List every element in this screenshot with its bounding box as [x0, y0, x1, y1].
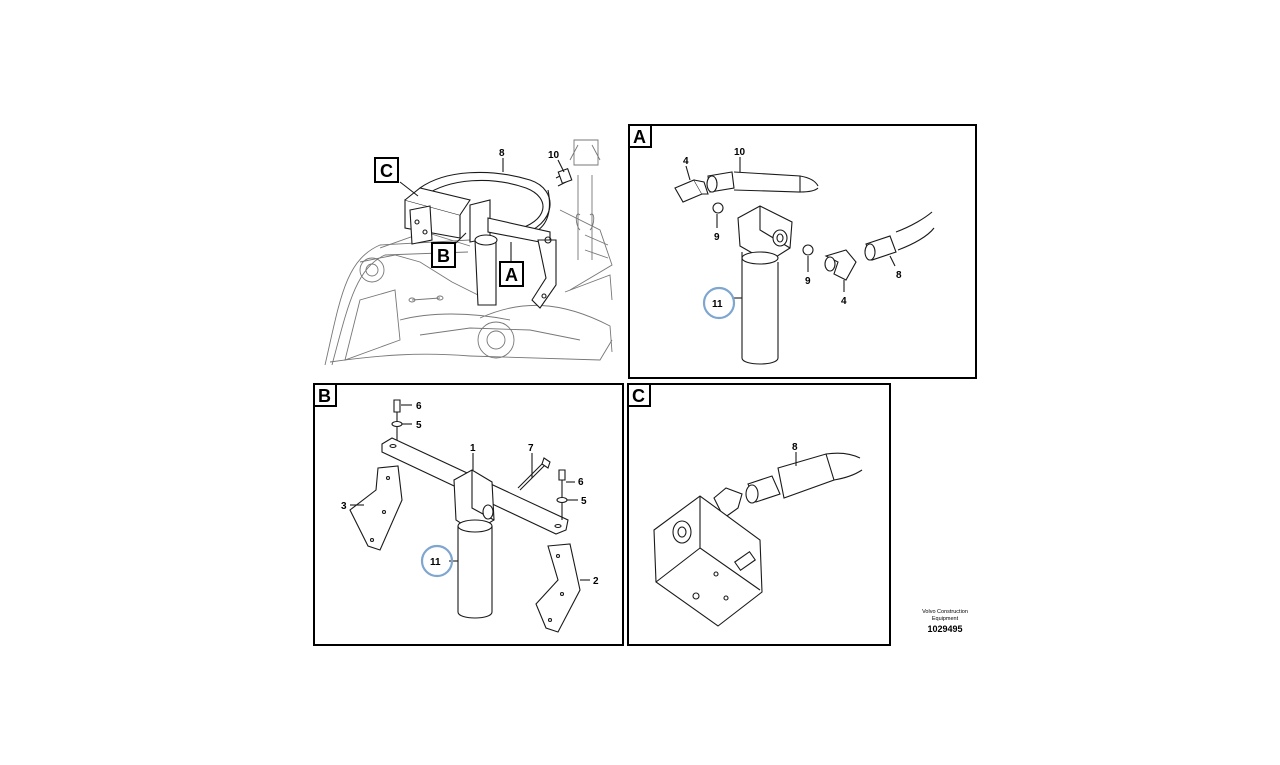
- panel-a-callout-4-right: 4: [841, 296, 847, 307]
- panel-c: C 8: [627, 383, 891, 646]
- overview-leaders: [399, 158, 565, 262]
- panel-c-tag-box: [627, 383, 651, 407]
- overview-callout-8: 8: [499, 148, 505, 159]
- company-line-1: Volvo Construction: [922, 609, 968, 615]
- panel-b-parts: [349, 399, 581, 633]
- panel-c-parts: [653, 452, 863, 627]
- panel-a-callout-10: 10: [734, 147, 746, 158]
- panel-a-callout-9-right: 9: [805, 276, 811, 287]
- drawing-number: 1029495: [927, 624, 962, 634]
- overview-tag-a-box: [499, 261, 524, 287]
- panel-b-tag: B: [318, 386, 331, 406]
- panel-b-callout-6-right: 6: [578, 477, 584, 488]
- company-line-2: Equipment: [932, 616, 959, 622]
- panel-b-callout-1: 1: [470, 443, 476, 454]
- panel-a-callout-9-left: 9: [714, 232, 720, 243]
- panel-b-leaders: [350, 404, 590, 581]
- panel-c-tag: C: [632, 386, 645, 406]
- panel-b-callout-2: 2: [593, 576, 599, 587]
- overview-tag-b: B: [437, 246, 450, 266]
- overview-callout-10: 10: [548, 150, 560, 161]
- overview-filter-assembly: [404, 187, 557, 309]
- panel-a-callout-8: 8: [896, 270, 902, 281]
- panel-a-highlight-ring: [702, 286, 736, 320]
- panel-a-frame: [628, 124, 977, 379]
- overview-tag-c-box: [374, 157, 399, 183]
- panel-b-callout-6-left: 6: [416, 401, 422, 412]
- overview-tag-b-box: [431, 242, 456, 268]
- boom-structure: [324, 139, 613, 366]
- panel-a-tag-box: [628, 124, 652, 148]
- panel-b-callout-5-left: 5: [416, 420, 422, 431]
- overview-tag-a: A: [505, 265, 518, 285]
- panel-b-callout-11: 11: [430, 557, 441, 568]
- panel-c-callout-8: 8: [792, 442, 798, 453]
- panel-b-callout-7: 7: [528, 443, 534, 454]
- panel-b-tag-box: [313, 383, 337, 407]
- panel-a-parts: [674, 171, 935, 365]
- panel-a-callout-11: 11: [712, 299, 723, 310]
- panel-c-frame: [627, 383, 891, 646]
- panel-b-callout-5-right: 5: [581, 496, 587, 507]
- overview-tag-c: C: [380, 161, 393, 181]
- drawing-footer: Volvo Construction Equipment 1029495: [922, 609, 968, 634]
- panel-b-callout-3: 3: [341, 501, 347, 512]
- panel-b-highlight-ring: [420, 544, 454, 578]
- panel-a-tag: A: [633, 127, 646, 147]
- panel-a-callout-4-left: 4: [683, 156, 689, 167]
- panel-a: A: [628, 124, 977, 379]
- panel-b: B: [313, 383, 624, 646]
- overview-drawing: 8 10 C B A: [324, 139, 613, 366]
